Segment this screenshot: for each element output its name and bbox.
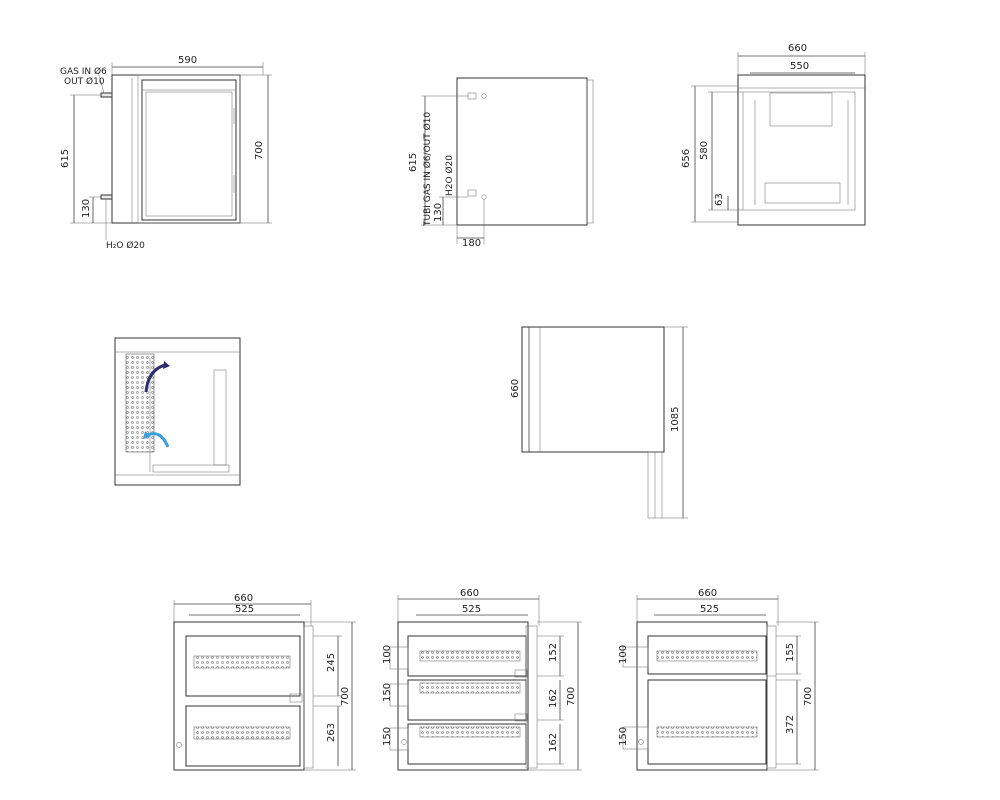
dim-top-outer-height: 656 [681, 149, 692, 168]
water-label: H₂O Ø20 [106, 240, 145, 251]
dim-v3-d2: 150 [618, 727, 629, 746]
front-view: 590 700 615 130 GAS IN Ø6 OUT Ø10 H₂O Ø2… [60, 55, 272, 251]
dim-side-height: 615 [408, 153, 419, 172]
dim-v2-d2: 150 [382, 683, 393, 702]
gas-pipe [100, 92, 113, 98]
dim-top-outer-width: 660 [788, 43, 807, 54]
dim-v2-inner-width: 525 [462, 604, 481, 615]
dim-v3-height: 700 [803, 687, 814, 706]
dim-v1-bottom-drawer: 263 [326, 723, 337, 742]
dim-v2-d3: 150 [382, 727, 393, 746]
dim-v2-outer-width: 660 [460, 588, 479, 599]
dim-plan-length: 1085 [670, 407, 681, 432]
variant-3: 660 525 100 150 155 372 700 [618, 588, 819, 771]
variant-1: 660 525 245 263 700 [173, 593, 356, 771]
dim-front-height: 700 [254, 141, 265, 160]
airflow-section [114, 337, 241, 486]
grille-door [656, 726, 758, 738]
dim-front-low-height: 130 [81, 199, 92, 218]
dim-top-small: 63 [714, 193, 725, 206]
dim-v1-height: 700 [340, 687, 351, 706]
grille-top [193, 655, 291, 669]
top-view: 660 550 656 580 63 [681, 43, 866, 226]
side-view: 615 130 TUBI GAS IN Ø6/OUT Ø10 H2O Ø20 1… [408, 77, 594, 249]
dim-v1-top-drawer: 245 [326, 653, 337, 672]
dim-v2-r2: 162 [548, 689, 559, 708]
grille-drawer [656, 650, 758, 662]
dim-v3-r2: 372 [785, 715, 796, 734]
dim-v3-inner-width: 525 [700, 604, 719, 615]
tubes-label: TUBI GAS IN Ø6/OUT Ø10 [422, 112, 433, 227]
dim-side-low: 130 [433, 203, 444, 222]
variant-2: 660 525 100 150 150 152 162 162 700 [382, 588, 582, 771]
water-pipe [100, 194, 113, 200]
hot-air-arrow [144, 363, 166, 393]
dim-front-width: 590 [178, 55, 197, 66]
dim-v2-d1: 100 [382, 645, 393, 664]
dim-front-left-height: 615 [60, 149, 71, 168]
plan-view: 660 1085 [510, 326, 688, 519]
dim-top-inner-height: 580 [699, 141, 710, 160]
grille-3 [419, 726, 521, 738]
dim-v2-height: 700 [566, 687, 577, 706]
dim-v3-d1: 100 [618, 645, 629, 664]
dim-v2-r1: 152 [548, 643, 559, 662]
dim-top-inner-width: 550 [790, 61, 809, 72]
grille-bottom [193, 726, 291, 740]
dim-v1-outer-width: 660 [234, 593, 253, 604]
dim-side-depth: 180 [462, 238, 481, 249]
grille-1 [419, 650, 521, 662]
gas-out-label: OUT Ø10 [64, 76, 105, 87]
dim-v2-r3: 162 [548, 733, 559, 752]
hot-arrow-head [163, 361, 170, 369]
cold-arrow-head [143, 431, 150, 439]
dim-v1-inner-width: 525 [235, 604, 254, 615]
dim-v3-r1: 155 [785, 643, 796, 662]
dim-plan-height: 660 [510, 379, 521, 398]
gas-in-label: GAS IN Ø6 [60, 66, 107, 77]
grille-2 [419, 682, 521, 694]
side-water-label: H2O Ø20 [444, 155, 455, 196]
dim-v3-outer-width: 660 [698, 588, 717, 599]
